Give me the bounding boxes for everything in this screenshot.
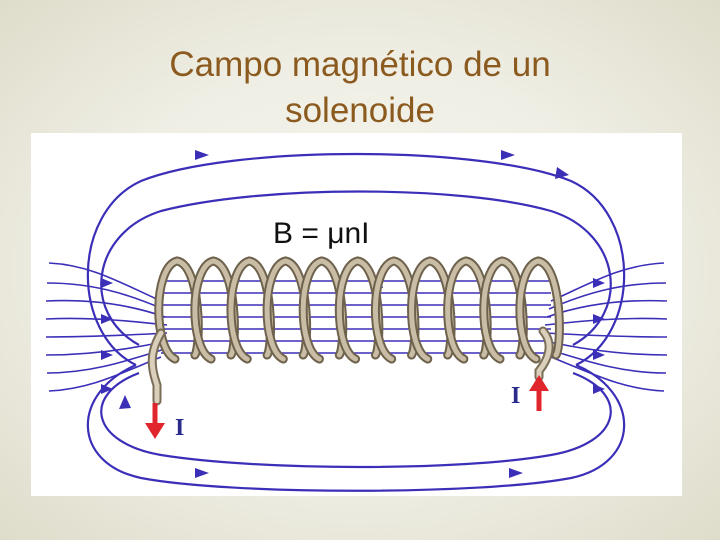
coil-turn — [517, 258, 562, 362]
arrow-bottom-outer-right — [509, 468, 523, 478]
outer-loop-bottom — [86, 363, 626, 492]
title-line-2: solenoide — [285, 91, 435, 130]
outer-field-loops — [86, 152, 626, 492]
arrow-top-right-side — [555, 167, 569, 179]
current-label-left: I — [175, 415, 184, 441]
solenoid-svg: I I B = μnI — [45, 150, 668, 492]
arrow-bottom-left-side — [119, 395, 131, 409]
arrow-top-outer-right — [501, 150, 515, 160]
current-label-right: I — [511, 383, 520, 409]
solenoid-diagram: I I B = μnI — [31, 133, 682, 496]
outer-loop-arrows — [119, 150, 569, 478]
lead-wires — [147, 326, 554, 406]
outer-loop-top-inner — [100, 190, 612, 346]
outer-loop-bottom-inner — [100, 371, 612, 469]
solenoid-coil — [154, 256, 564, 364]
slide-title: Campo magnético de un solenoide — [100, 42, 620, 134]
title-line-1: Campo magnético de un — [169, 45, 551, 84]
formula-label: B = μnI — [273, 217, 370, 250]
arrow-bottom-outer — [195, 468, 209, 478]
current-arrow-right — [529, 375, 549, 411]
outer-loop-top — [86, 152, 626, 366]
current-arrow-left — [145, 403, 165, 439]
fan-line-arrows — [101, 278, 605, 394]
arrow-top-outer — [195, 150, 209, 160]
